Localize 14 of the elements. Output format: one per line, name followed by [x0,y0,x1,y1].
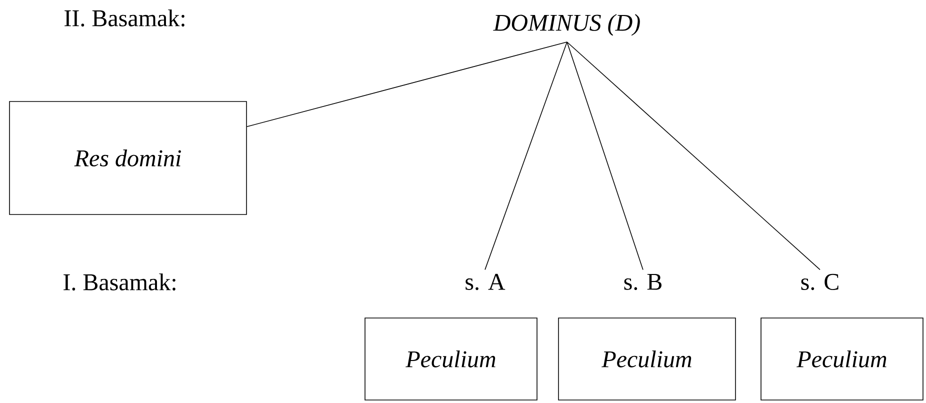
concept-box: Res domini [9,101,247,215]
level-label: II. Basamak: [64,10,184,26]
connector-line [246,42,568,128]
connector-line [484,42,568,270]
slave-label: s. B [624,274,662,290]
peculium-box: Peculium [760,318,924,400]
peculium-box: Peculium [558,318,736,400]
slave-label: s. C [801,274,838,290]
level-label: I. Basamak: [64,273,176,290]
slave-label: s. A [466,274,506,290]
connector-line [566,42,644,270]
peculium-box: Peculium [364,318,538,400]
title-text: DOMINUS (D) [493,14,640,36]
connector-line [566,42,820,270]
